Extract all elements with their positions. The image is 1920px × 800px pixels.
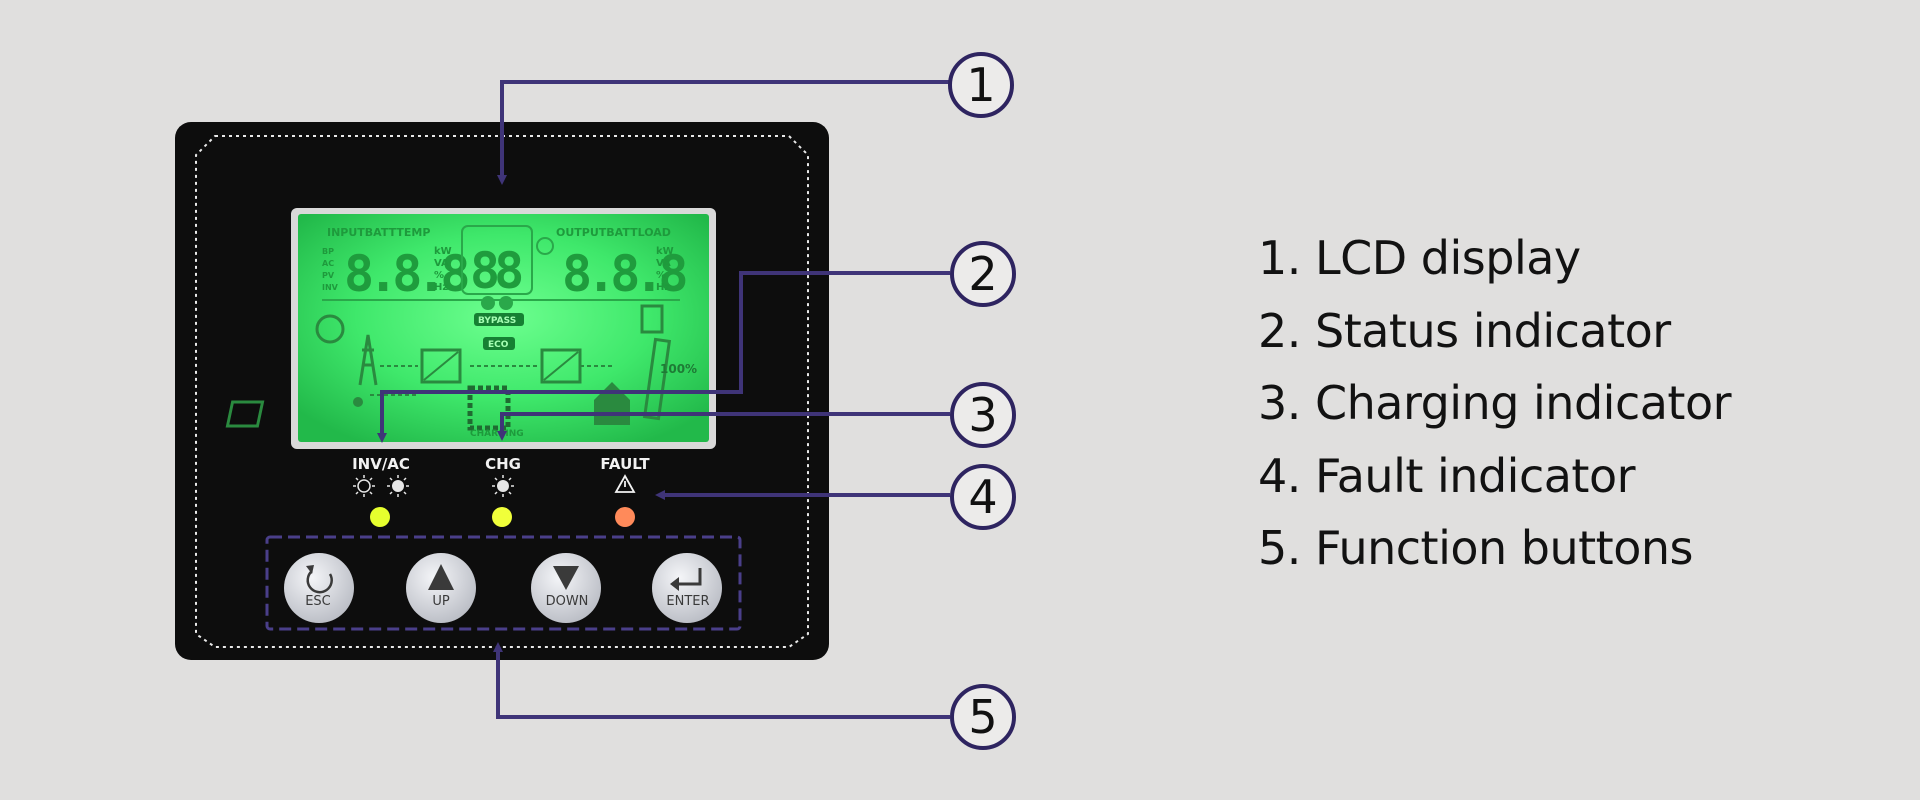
status-indicators: INV/AC CHG FAULT: [352, 455, 650, 527]
triangle-up-icon: [428, 564, 454, 590]
callout-3: 3: [950, 382, 1016, 448]
lcd-eco-badge: [483, 337, 515, 350]
lcd-screen: [298, 214, 709, 442]
lcd-bypass-label: BYPASS: [478, 316, 516, 326]
source-tag: INV: [322, 283, 339, 292]
legend-list: 1. LCD display 2. Status indicator 3. Ch…: [1258, 222, 1732, 585]
callout-4-number: 4: [968, 470, 997, 524]
lcd-battery-icon: [467, 385, 511, 431]
warning-triangle-icon: [614, 474, 636, 493]
lcd-charger-slash: [423, 351, 459, 381]
enter-button[interactable]: ENTER: [652, 553, 722, 623]
callout-line-1: [497, 80, 950, 185]
enter-icon: [676, 568, 702, 586]
down-button-label: DOWN: [546, 594, 589, 609]
callout-markers: 1 2 3 4 5: [948, 52, 1016, 750]
callout-line-2: [377, 271, 950, 443]
lcd-inverter-icon: [540, 348, 582, 384]
callout-3-number: 3: [968, 388, 997, 442]
lcd-solar-panel-icon: [225, 400, 265, 428]
fault-label: FAULT: [600, 455, 650, 473]
function-buttons: ESC UP DOWN ENTER: [265, 535, 742, 631]
lcd-label-input: INPUTBATTTEMP: [327, 226, 430, 239]
lcd-sun-icon: [353, 397, 363, 407]
lcd-eco-icon: [499, 296, 513, 310]
fault-led: [615, 507, 635, 527]
source-tag: AC: [322, 259, 334, 268]
lcd-center-digits: 88: [470, 242, 521, 300]
lcd-warning-icon: [640, 304, 664, 334]
lcd-right-units: kW VA % Hz: [656, 246, 674, 293]
unit-label: kW: [656, 246, 674, 257]
lcd-label-output: OUTPUTBATTLOAD: [556, 226, 671, 239]
callout-2-number: 2: [968, 247, 997, 301]
callout-5: 5: [950, 684, 1016, 750]
chg-label: CHG: [485, 455, 521, 473]
buttons-dashed-frame: [265, 535, 742, 631]
lcd-generator-icon: [315, 314, 345, 344]
callout-line-3: [497, 412, 950, 441]
unit-label: VA: [656, 258, 671, 269]
sun-filled-icon: [492, 475, 514, 497]
callout-lines: [377, 80, 950, 719]
down-button[interactable]: DOWN: [531, 553, 601, 623]
lcd-source-tags: BP AC PV INV: [322, 247, 339, 292]
lcd-charging-label: CHARGING: [470, 429, 524, 439]
legend-item-fault-indicator: 4. Fault indicator: [1258, 448, 1636, 503]
enter-arrowhead: [670, 577, 679, 591]
lcd-flow-lines: [370, 365, 612, 396]
lcd-load-bar-icon: [642, 337, 672, 421]
lcd-left-digits: 8.8.8: [344, 245, 467, 303]
legend-item-status-indicator: 2. Status indicator: [1258, 303, 1671, 358]
unit-label: VA: [434, 258, 449, 269]
source-tag: BP: [322, 247, 334, 256]
inv-ac-led: [370, 507, 390, 527]
panel-stitch-border: [195, 135, 809, 648]
lcd-bypass-icon: [481, 296, 495, 310]
callout-1: 1: [948, 52, 1014, 118]
sun-filled-icon: [387, 475, 409, 497]
lcd-ac-wave-icon: [536, 237, 554, 255]
callout-line-5: [493, 642, 950, 719]
lcd-left-units: kW VA % Hz: [434, 246, 452, 293]
esc-button[interactable]: ESC: [284, 553, 354, 623]
chg-led: [492, 507, 512, 527]
callout-2: 2: [950, 241, 1016, 307]
source-tag: PV: [322, 271, 335, 280]
callout-1-number: 1: [966, 58, 995, 112]
unit-label: %: [656, 270, 666, 281]
up-button[interactable]: UP: [406, 553, 476, 623]
unit-label: %: [434, 270, 444, 281]
unit-label: kW: [434, 246, 452, 257]
sun-icon: [353, 475, 375, 497]
lcd-grid-tower-icon: [358, 334, 378, 386]
lcd-charger-icon: [420, 348, 462, 384]
lcd-display: INPUTBATTTEMP OUTPUTBATTLOAD BP AC PV IN…: [225, 208, 716, 449]
legend-item-charging-indicator: 3. Charging indicator: [1258, 376, 1732, 430]
return-arrowhead: [306, 565, 314, 574]
triangle-down-icon: [553, 566, 579, 590]
lcd-right-digits: 8.8.8: [562, 245, 685, 303]
callout-4: 4: [950, 464, 1016, 530]
unit-label: Hz: [434, 282, 448, 293]
callout-5-number: 5: [968, 690, 997, 744]
lcd-eco-label: ECO: [488, 340, 509, 350]
lcd-battery-percent: 100%: [660, 362, 697, 376]
lcd-center-frame: [461, 225, 533, 295]
unit-label: Hz: [656, 282, 670, 293]
esc-button-label: ESC: [305, 594, 331, 609]
return-arrow-icon: [306, 570, 333, 594]
enter-button-label: ENTER: [666, 594, 709, 609]
legend-item-lcd-display: 1. LCD display: [1258, 231, 1581, 285]
legend-item-function-buttons: 5. Function buttons: [1258, 521, 1693, 575]
inv-ac-label: INV/AC: [352, 455, 410, 473]
up-button-label: UP: [432, 594, 450, 609]
lcd-bypass-badge: [474, 313, 524, 326]
lcd-inverter-slash: [543, 351, 579, 381]
